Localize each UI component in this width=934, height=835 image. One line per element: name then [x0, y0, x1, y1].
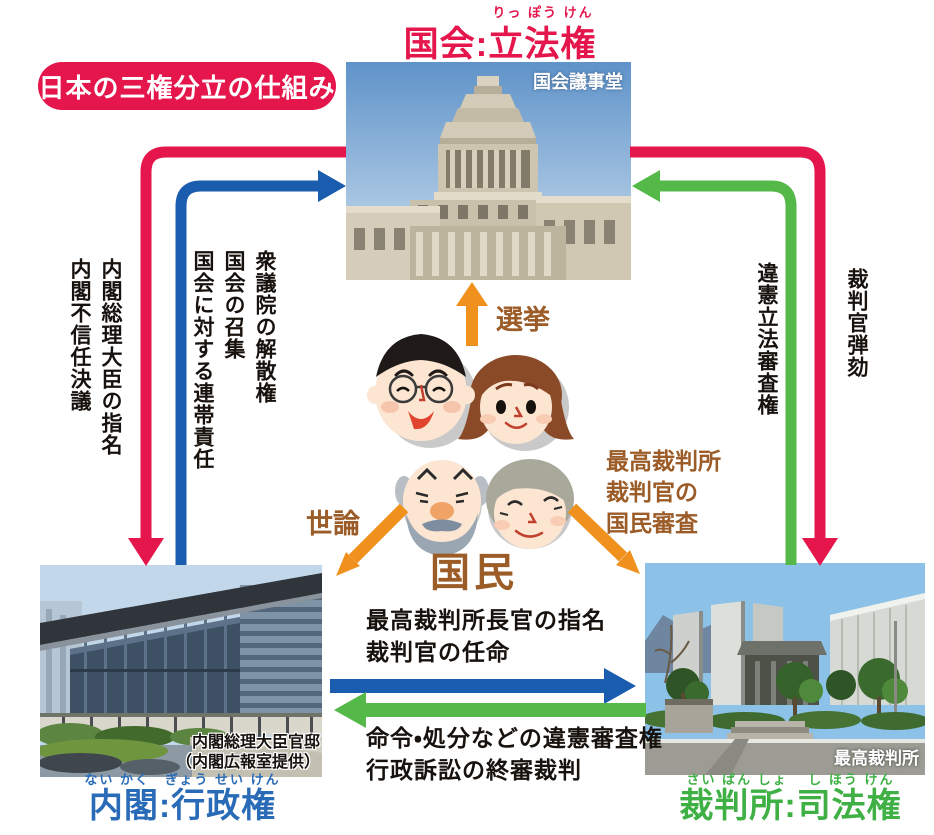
- cabinet-title-block: ない かく ぎょう せい けん 内閣:行政権: [40, 772, 325, 824]
- arrow-court-to-diet: [632, 170, 797, 565]
- htext-court-to-cabinet: 命令・処分などの違憲審査権 行政訴訟の終審裁判: [366, 725, 663, 783]
- arrow-court-to-cabinet: [334, 692, 646, 728]
- htext-cabinet-to-court: 最高裁判所長官の指名 裁判官の任命: [366, 607, 606, 665]
- arrow-diet-to-court: [630, 146, 838, 566]
- vtext-diet-to-cabinet: 内閣総理大臣の指名 内閣不信任決議: [68, 258, 122, 456]
- diet-title: 国会:立法権: [403, 25, 597, 64]
- main-title: 日本の三権分立の仕組み: [38, 72, 336, 103]
- arrow-cabinet-to-diet: [175, 170, 346, 565]
- vtext-diet-to-court: 裁判官弾劾: [845, 268, 868, 378]
- cabinet-photo: 内閣総理大臣官邸 （内閣広報室提供）: [40, 565, 322, 777]
- people-label: 国民: [430, 551, 518, 595]
- vtext-cabinet-to-diet: 衆議院の解散権 国会の召集 国会に対する連帯責任: [191, 250, 276, 470]
- court-building-illustration: [645, 563, 925, 775]
- cabinet-photo-caption: 内閣総理大臣官邸 （内閣広報室提供）: [175, 734, 320, 771]
- vtext-court-to-diet: 違憲立法審査権: [755, 262, 778, 416]
- arrow-election: [456, 282, 488, 346]
- national-review-label: 最高裁判所 裁判官の 国民審査: [606, 448, 721, 536]
- arrow-public-opinion: [336, 503, 409, 576]
- arrow-cabinet-to-court: [330, 668, 636, 704]
- diet-photo: 国会議事堂: [346, 62, 631, 280]
- citizens-illustration: [367, 334, 574, 556]
- cabinet-title: 内閣:行政権: [88, 787, 277, 825]
- public-opinion-label: 世論: [306, 509, 360, 539]
- cabinet-furigana: ない かく ぎょう せい けん: [84, 772, 281, 787]
- arrow-national-review: [567, 503, 640, 574]
- court-title: 裁判所:司法権: [679, 787, 902, 825]
- main-title-badge: 日本の三権分立の仕組み: [38, 62, 336, 110]
- diet-furigana: りっ ぽう けん: [492, 5, 594, 20]
- court-photo-caption: 最高裁判所: [834, 749, 919, 768]
- arrow-diet-to-cabinet: [128, 146, 346, 566]
- diet-photo-caption: 国会議事堂: [533, 72, 623, 92]
- court-furigana: さい ばん しょ し ほう けん: [686, 772, 895, 787]
- court-photo: 最高裁判所: [645, 563, 925, 775]
- diet-building-illustration: [346, 62, 631, 280]
- cabinet-building-illustration: [40, 565, 322, 777]
- election-label: 選挙: [496, 305, 550, 335]
- court-title-block: さい ばん しょ し ほう けん 裁判所:司法権: [648, 772, 933, 824]
